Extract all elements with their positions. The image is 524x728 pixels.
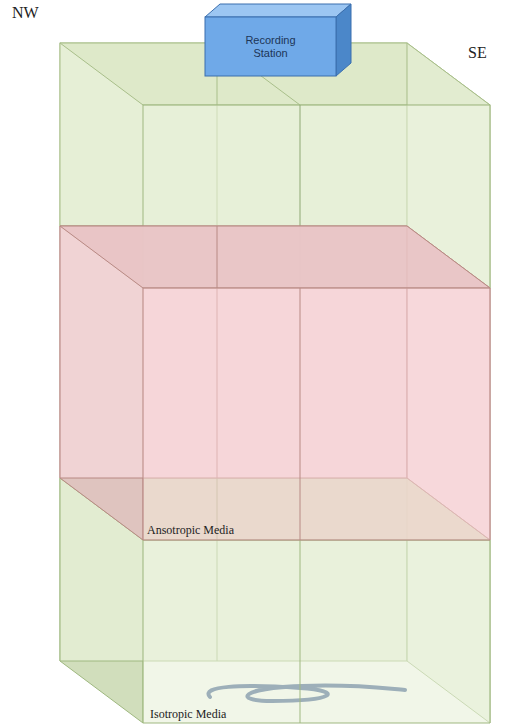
node-outline [60, 478, 490, 723]
node-outline [205, 4, 351, 76]
cube-shape [205, 4, 351, 76]
cube-front [205, 17, 336, 76]
isotropic-layer: Isotropic Media [60, 478, 490, 723]
left-face [60, 226, 143, 540]
front-center-line [300, 105, 301, 288]
node-text: Isotropic Media [150, 707, 524, 722]
cube-top [205, 4, 351, 17]
direction-label: NW [12, 4, 39, 22]
front-face [143, 540, 490, 723]
cube-side [336, 4, 351, 76]
front-face [143, 105, 490, 288]
top-plane [60, 478, 490, 540]
top-center-line [217, 43, 300, 105]
anisotropic-layer: Ansotropic Media [60, 226, 490, 540]
back-face [60, 478, 407, 661]
front-center-line [300, 540, 301, 723]
band-shape [60, 226, 490, 540]
recording-station-cube: Recording Station [205, 4, 351, 76]
top-plane [60, 226, 490, 288]
right-face [407, 226, 490, 540]
back-center-line [217, 478, 218, 661]
front-face [143, 288, 490, 540]
back-face [60, 226, 407, 478]
node-outline [60, 226, 490, 540]
node-text: Recording Station [205, 17, 336, 76]
left-face [60, 478, 143, 723]
wave-path [208, 685, 405, 701]
band-shape [60, 478, 490, 723]
node-text: Ansotropic Media [147, 523, 524, 538]
right-face [407, 478, 490, 723]
back-center-line [217, 226, 218, 478]
front-center-line [300, 288, 301, 540]
direction-label: SE [468, 44, 487, 62]
